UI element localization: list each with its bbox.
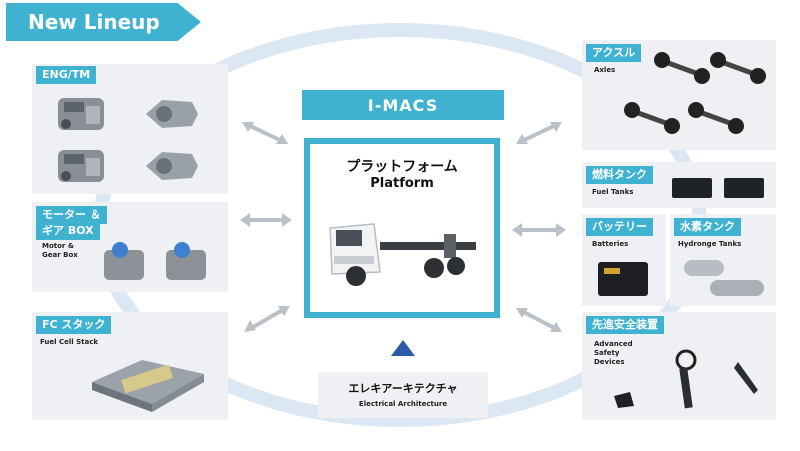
hydrogen-tank-tag: 水素タンク	[674, 218, 741, 236]
motor-tag-line1: モーター ＆	[36, 206, 107, 224]
platform-box: プラットフォーム Platform	[304, 138, 500, 318]
fc-stack-panel: FC スタック Fuel Cell Stack	[32, 312, 228, 420]
fuel-cell-stack-image	[92, 360, 204, 412]
motor-tag-line2: ギア BOX	[36, 222, 100, 240]
arrow-safety-platform	[516, 308, 562, 332]
safety-devices-image	[614, 349, 758, 409]
banner-label: New Lineup	[28, 10, 160, 34]
axle-sub: Axles	[594, 66, 616, 74]
axle-panel: アクスル Axles	[582, 40, 776, 150]
safety-tag: 先進安全装置	[586, 316, 664, 334]
truck-chassis-image	[329, 223, 476, 286]
battery-panel: バッテリー Batteries	[582, 214, 666, 306]
new-lineup-banner: New Lineup	[6, 3, 201, 41]
engine-image-2	[58, 150, 104, 182]
engine-image	[58, 98, 104, 130]
hydrogen-tank-panel: 水素タンク Hydronge Tanks	[670, 214, 776, 306]
fc-tag: FC スタック	[36, 316, 112, 334]
platform-title-en: Platform	[370, 176, 434, 191]
fuel-tank-panel: 燃料タンク Fuel Tanks	[582, 162, 776, 208]
electrical-architecture-box: エレキアーキテクチャ Electrical Architecture	[318, 372, 488, 418]
fc-sub: Fuel Cell Stack	[40, 338, 99, 346]
safety-sub-line3: Devices	[594, 358, 625, 366]
safety-sub-line1: Advanced	[594, 340, 633, 348]
safety-panel: 先進安全装置 Advanced Safety Devices	[582, 312, 776, 420]
motor-gearbox-panel: モーター ＆ ギア BOX Motor & Gear Box	[32, 202, 228, 292]
motor-sub-line2: Gear Box	[42, 251, 78, 259]
electrical-architecture-jp: エレキアーキテクチャ	[348, 382, 458, 395]
battery-tag: バッテリー	[586, 218, 653, 236]
motor-gearbox-image	[104, 242, 144, 280]
eng-tm-panel: ENG/TM	[32, 64, 228, 194]
arrow-fc-platform	[244, 306, 290, 332]
arrow-tank-platform	[512, 223, 566, 237]
electrical-architecture-en: Electrical Architecture	[358, 400, 448, 408]
axle-image-2	[710, 52, 766, 84]
motor-sub-line1: Motor &	[42, 242, 74, 250]
fuel-tank-image	[672, 178, 712, 198]
axle-tag: アクスル	[586, 44, 642, 62]
motor-gearbox-image-2	[166, 242, 206, 280]
fuel-tank-tag: 燃料タンク	[586, 166, 653, 184]
hydrogen-tank-sub: Hydronge Tanks	[678, 240, 742, 248]
axle-image-3	[624, 102, 680, 134]
safety-sub-line2: Safety	[594, 349, 620, 357]
platform-title-jp: プラットフォーム	[346, 159, 458, 175]
battery-sub: Batteries	[592, 240, 629, 248]
i-macs-label: I-MACS	[367, 95, 439, 115]
up-triangle	[391, 340, 415, 356]
hydrogen-tank-image	[684, 260, 764, 296]
battery-image	[598, 262, 648, 296]
transmission-image	[146, 100, 198, 128]
arrow-axle-platform	[516, 122, 562, 144]
fuel-tank-sub: Fuel Tanks	[592, 188, 634, 196]
axle-image-4	[688, 102, 744, 134]
arrow-eng-platform	[242, 122, 288, 144]
axle-image	[654, 52, 710, 84]
arrow-motor-platform	[240, 213, 292, 227]
fuel-tank-image-2	[724, 178, 764, 198]
eng-tm-tag: ENG/TM	[36, 66, 97, 84]
i-macs-title: I-MACS	[302, 90, 504, 120]
transmission-image-2	[146, 152, 198, 180]
